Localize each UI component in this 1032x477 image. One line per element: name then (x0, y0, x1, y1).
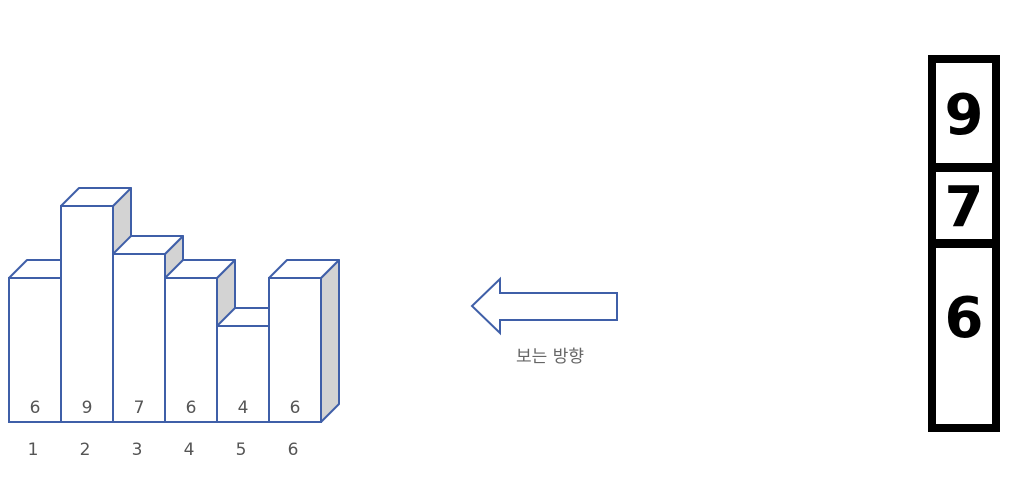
building-height-label: 4 (238, 398, 249, 418)
left-arrow-icon (470, 276, 618, 336)
building-index-label: 5 (236, 440, 247, 460)
building-index-label: 2 (80, 440, 91, 460)
building-front-face (164, 277, 218, 423)
building-side-face (320, 259, 340, 423)
building-chart: 6 1 9 2 7 3 6 4 4 5 6 6 (8, 187, 340, 460)
view-direction-label: 보는 방향 (516, 347, 584, 367)
building-front-face (60, 205, 114, 423)
building-height-label: 6 (290, 398, 301, 418)
building-index-label: 3 (132, 440, 143, 460)
building-height-label: 6 (186, 398, 197, 418)
building-height-label: 6 (30, 398, 41, 418)
stack-cell-bottom (936, 248, 992, 424)
building-height-label: 9 (82, 398, 93, 418)
building-6 (268, 259, 340, 423)
stack-cell-middle (936, 172, 992, 239)
building-index-label: 4 (184, 440, 195, 460)
building-front-face (268, 277, 322, 423)
building-front-face (112, 253, 166, 423)
stack-digit-1: 9 (945, 83, 984, 148)
view-direction-arrow: 보는 방향 (470, 276, 618, 367)
building-index-label: 6 (288, 440, 299, 460)
stack-digit-2: 7 (945, 175, 984, 240)
side-view-stack: 9 7 6 (928, 55, 1000, 432)
building-front-face (216, 325, 270, 423)
building-front-face (8, 277, 62, 423)
stack-cell-top (936, 63, 992, 163)
building-height-label: 7 (134, 398, 145, 418)
stack-digit-3: 6 (945, 286, 984, 351)
building-index-label: 1 (28, 440, 39, 460)
